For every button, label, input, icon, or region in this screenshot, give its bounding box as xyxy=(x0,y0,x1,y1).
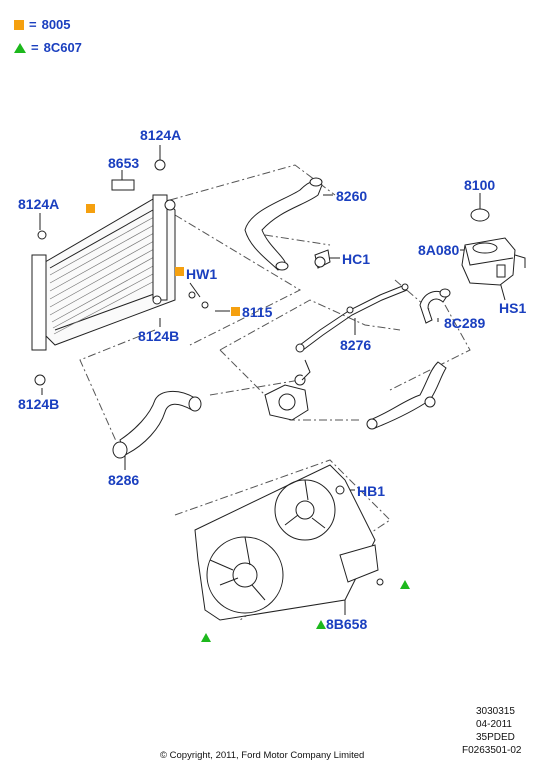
orange-square-icon xyxy=(231,307,240,316)
callout-8b658: 8B658 xyxy=(326,616,368,632)
legend-equals: = xyxy=(31,40,39,55)
legend-item-8c607: = 8C607 xyxy=(14,40,82,55)
callout-hb1: HB1 xyxy=(357,483,386,499)
legend-equals: = xyxy=(29,17,37,32)
ref-date: 04-2011 xyxy=(476,719,512,730)
green-triangle-icon xyxy=(201,633,211,642)
fan-shroud xyxy=(194,464,384,621)
callout-8c289: 8C289 xyxy=(444,315,486,331)
radiator xyxy=(31,159,176,386)
overflow-hose xyxy=(419,288,451,324)
green-triangle-icon xyxy=(14,42,26,53)
callout-8124a-top: 8124A xyxy=(140,127,182,143)
callout-8124b-mid: 8124B xyxy=(138,328,180,344)
callout-8260: 8260 xyxy=(336,188,368,204)
callout-8100: 8100 xyxy=(464,177,496,193)
coolant-pipe xyxy=(295,283,409,353)
callout-8115: 8115 xyxy=(242,304,273,320)
orange-square-icon xyxy=(175,267,184,276)
callout-8653: 8653 xyxy=(108,155,140,171)
lower-hose-right xyxy=(366,361,447,430)
legend-code: 8C607 xyxy=(43,40,82,55)
expansion-tank xyxy=(461,208,526,286)
callout-hs1: HS1 xyxy=(499,300,527,316)
lower-hose-8286 xyxy=(112,391,202,459)
callout-hc1: HC1 xyxy=(342,251,371,267)
upper-hose xyxy=(244,177,331,271)
orange-square-icon xyxy=(14,19,24,30)
ref-number: 3030315 xyxy=(476,706,515,717)
callout-8124a-left: 8124A xyxy=(18,196,60,212)
legend-code: 8005 xyxy=(41,17,71,32)
callout-8124b-low: 8124B xyxy=(18,396,60,412)
callout-8276: 8276 xyxy=(340,337,372,353)
ref-code: 35PDED xyxy=(476,732,515,743)
callout-hw1: HW1 xyxy=(186,266,218,282)
ref-figure: F0263501-02 xyxy=(462,745,522,756)
orange-square-icon xyxy=(86,204,95,213)
callout-8a080: 8A080 xyxy=(418,242,460,258)
copyright-notice: © Copyright, 2011, Ford Motor Company Li… xyxy=(160,750,365,761)
water-pump-assembly xyxy=(264,359,311,421)
green-triangle-icon xyxy=(400,580,410,589)
green-triangle-icon xyxy=(316,620,326,629)
legend-item-8005: = 8005 xyxy=(14,17,71,32)
callout-8286: 8286 xyxy=(108,472,140,488)
